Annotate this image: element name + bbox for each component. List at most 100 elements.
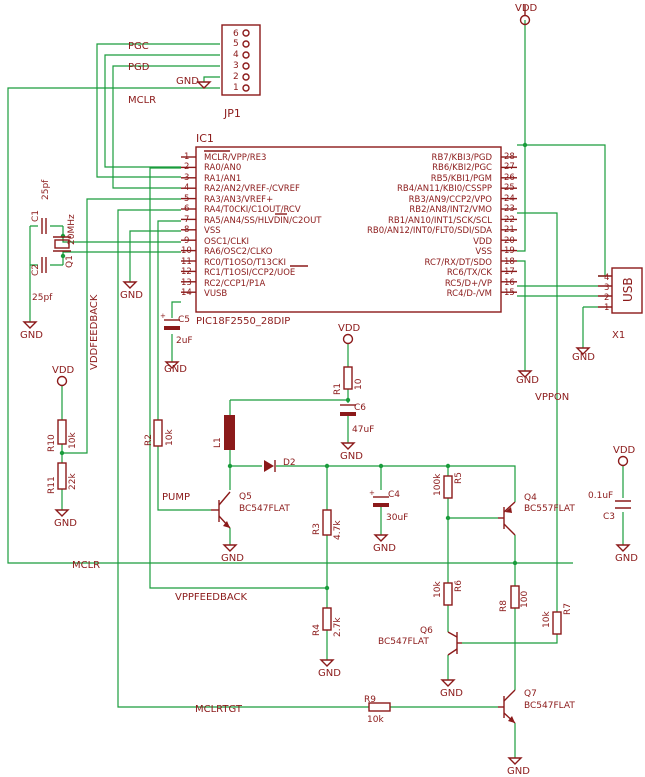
ic1-pin-27-label: RB6/KBI2/PGC bbox=[432, 163, 492, 173]
ic1-pin-2-num: 2 bbox=[184, 162, 189, 172]
svg-text:R8: R8 bbox=[499, 600, 509, 612]
svg-text:47uF: 47uF bbox=[352, 425, 374, 435]
ic1-pin-15-label: RC4/D-/VM bbox=[447, 289, 492, 299]
ic1-pin-3-label: RA1/AN1 bbox=[204, 174, 241, 184]
transistor-q4: Q4 BC557FLAT bbox=[498, 493, 575, 536]
vdd-symbols: VDD VDD VDD VDD bbox=[52, 3, 636, 467]
svg-text:20MHz: 20MHz bbox=[67, 214, 77, 245]
svg-text:Q6: Q6 bbox=[420, 626, 433, 636]
ic1-pin-2-label: RA0/AN0 bbox=[204, 163, 241, 173]
gnd-symbols: GND GND GND GND GND GND GND GND GND GND … bbox=[20, 76, 638, 777]
svg-text:R6: R6 bbox=[454, 580, 464, 592]
svg-text:GND: GND bbox=[572, 352, 595, 363]
svg-text:25pf: 25pf bbox=[32, 293, 53, 303]
ic1-pin-13-label: RC2/CCP1/P1A bbox=[204, 279, 265, 289]
gnd-symbol-c5: GND bbox=[164, 361, 187, 375]
svg-text:GND: GND bbox=[221, 553, 244, 564]
svg-text:R11: R11 bbox=[47, 476, 57, 494]
net-mclrtgt: MCLRTGT bbox=[195, 704, 243, 715]
svg-text:BC557FLAT: BC557FLAT bbox=[524, 504, 575, 514]
ic1-part: PIC18F2550_28DIP bbox=[196, 316, 290, 327]
wires bbox=[7, 20, 624, 758]
ic1-pin-7-num: 7 bbox=[184, 215, 189, 225]
jp1-pin-number: 1 bbox=[233, 83, 239, 93]
ic1-pin-24-label: RB3/AN9/CCP2/VPO bbox=[409, 195, 493, 205]
ic1-chip: IC1 PIC18F2550_28DIP 1 MCLR/VPP/RE3 2 RA… bbox=[181, 132, 517, 327]
ic1-pin-1-label: MCLR/VPP/RE3 bbox=[204, 153, 266, 163]
svg-text:R10: R10 bbox=[47, 434, 57, 452]
svg-text:C2: C2 bbox=[31, 264, 41, 276]
ic1-pin-17-label: RC6/TX/CK bbox=[447, 268, 493, 278]
ic1-pin-22-label: RB1/AN10/INT1/SCK/SCL bbox=[388, 216, 492, 226]
ic1-pin-16-label: RC5/D+/VP bbox=[445, 279, 492, 289]
inductor-l1: L1 bbox=[213, 415, 235, 450]
svg-text:VDD: VDD bbox=[52, 365, 75, 376]
ic1-pin-28-label: RB7/KBI3/PGD bbox=[432, 153, 493, 163]
ic1-pin-27-num: 27 bbox=[504, 162, 515, 172]
svg-text:C1: C1 bbox=[31, 210, 41, 222]
transistor-q6: Q6 BC547FLAT bbox=[378, 626, 462, 656]
capacitor-c6: C6 47uF bbox=[340, 403, 374, 435]
jp1-pin-number: 6 bbox=[233, 29, 239, 39]
resistor-r3: R3 4.7k bbox=[312, 509, 343, 540]
jp1-header: 6 5 4 3 2 1 JP1 bbox=[221, 24, 261, 120]
net-vppfeedback: VPPFEEDBACK bbox=[175, 592, 247, 603]
svg-text:GND: GND bbox=[176, 76, 199, 87]
svg-text:R9: R9 bbox=[364, 695, 376, 705]
svg-text:Q1: Q1 bbox=[65, 255, 75, 268]
svg-text:100: 100 bbox=[520, 591, 530, 608]
svg-text:BC547FLAT: BC547FLAT bbox=[378, 637, 429, 647]
svg-text:25pf: 25pf bbox=[41, 179, 51, 200]
resistor-r11: R11 22k bbox=[47, 462, 78, 494]
svg-text:22k: 22k bbox=[68, 473, 78, 490]
net-labels: PGC PGD MCLR MCLR VPPFEEDBACK PUMP VPPON… bbox=[72, 41, 569, 715]
ic1-pin-18-label: RC7/RX/DT/SDO bbox=[424, 258, 492, 268]
gnd-symbol-c2: GND bbox=[20, 321, 43, 341]
x1-pin: 3 bbox=[604, 283, 609, 293]
resistor-r8: R8 100 bbox=[499, 585, 530, 612]
gnd-symbol-c3: GND bbox=[615, 544, 638, 564]
ic1-pin-13-num: 13 bbox=[181, 278, 192, 288]
ic1-pin-16-num: 16 bbox=[504, 278, 515, 288]
ic1-pin-14-num: 14 bbox=[181, 288, 192, 298]
svg-text:GND: GND bbox=[54, 518, 77, 529]
svg-text:4.7k: 4.7k bbox=[333, 520, 343, 540]
net-mclr-top: MCLR bbox=[128, 95, 156, 106]
capacitor-c1: C1 25pf bbox=[31, 179, 51, 234]
ic1-pin-8-num: 8 bbox=[184, 225, 189, 235]
net-pgd: PGD bbox=[128, 62, 150, 73]
vdd-symbol-top: VDD bbox=[515, 3, 538, 26]
svg-text:GND: GND bbox=[507, 766, 530, 777]
ic1-pin-14-label: VUSB bbox=[204, 289, 227, 299]
vdd-symbol-r10: VDD bbox=[52, 365, 75, 387]
resistor-r7: R7 10k bbox=[542, 603, 573, 635]
svg-text:0.1uF: 0.1uF bbox=[588, 491, 613, 501]
svg-text:C6: C6 bbox=[354, 403, 366, 413]
crystal-q1: Q1 20MHz bbox=[53, 214, 77, 268]
ic1-pin-10-label: RA6/OSC2/CLKO bbox=[204, 247, 273, 257]
gnd-symbol-r11: GND bbox=[54, 509, 77, 529]
ic1-pin-26-label: RB5/KBI1/PGM bbox=[431, 174, 492, 184]
ic1-pin-21-label: RB0/AN12/INT0/FLT0/SDI/SDA bbox=[367, 226, 492, 236]
svg-text:Q4: Q4 bbox=[524, 493, 537, 503]
svg-text:R4: R4 bbox=[312, 624, 322, 636]
ic1-pin-5-num: 5 bbox=[184, 194, 189, 204]
gnd-symbol-c4: GND bbox=[373, 534, 396, 554]
ic1-pin-25-num: 25 bbox=[504, 183, 515, 193]
x1-label: USB bbox=[621, 277, 635, 302]
gnd-symbol-jp1: GND bbox=[176, 76, 212, 89]
ic1-pin-22-num: 22 bbox=[504, 215, 515, 225]
resistor-r1: R1 10 bbox=[333, 366, 364, 395]
vdd-symbol-c3: VDD bbox=[613, 445, 636, 467]
svg-text:10k: 10k bbox=[542, 611, 552, 628]
svg-text:C3: C3 bbox=[603, 512, 615, 522]
net-vppon: VPPON bbox=[535, 392, 569, 403]
svg-text:Q7: Q7 bbox=[524, 689, 537, 699]
svg-text:C5: C5 bbox=[178, 315, 190, 325]
gnd-symbol-q7: GND bbox=[507, 757, 530, 777]
ic1-pin-5-label: RA3/AN3/VREF+ bbox=[204, 195, 273, 205]
resistor-r6: R6 10k bbox=[433, 580, 464, 606]
svg-text:GND: GND bbox=[340, 451, 363, 462]
svg-text:BC547FLAT: BC547FLAT bbox=[239, 504, 290, 514]
gnd-symbol-q5: GND bbox=[221, 544, 244, 564]
